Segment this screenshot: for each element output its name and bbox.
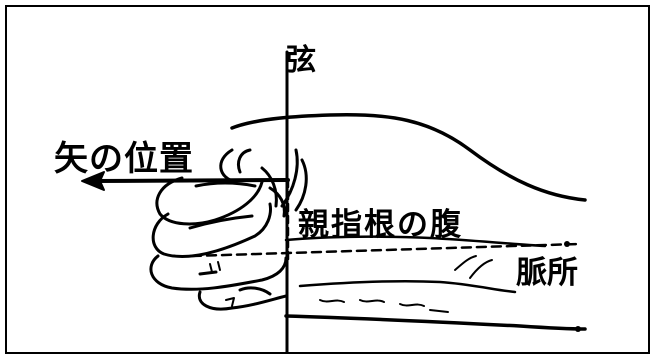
pulse-line-end-dot [575, 326, 581, 332]
hand-outline-top [230, 112, 587, 202]
pulse-point-label: 脈所 [516, 255, 578, 291]
guide-dashed-horizontal [190, 242, 580, 258]
wrist-wrinkles [319, 255, 493, 313]
thumb-base-line [284, 235, 547, 248]
bowstring-label: 弦 [286, 43, 316, 78]
pulse-line [298, 279, 517, 294]
arrow-shaft [90, 178, 290, 183]
arrow-position-label: 矢の位置 [54, 139, 194, 179]
wrist-outline-bottom [284, 314, 587, 331]
thumb-base-label: 親指根の腹 [298, 207, 463, 243]
thumb-base-marker-dot [564, 241, 570, 247]
arrowhead [81, 171, 105, 191]
fist-fingers [149, 148, 308, 311]
